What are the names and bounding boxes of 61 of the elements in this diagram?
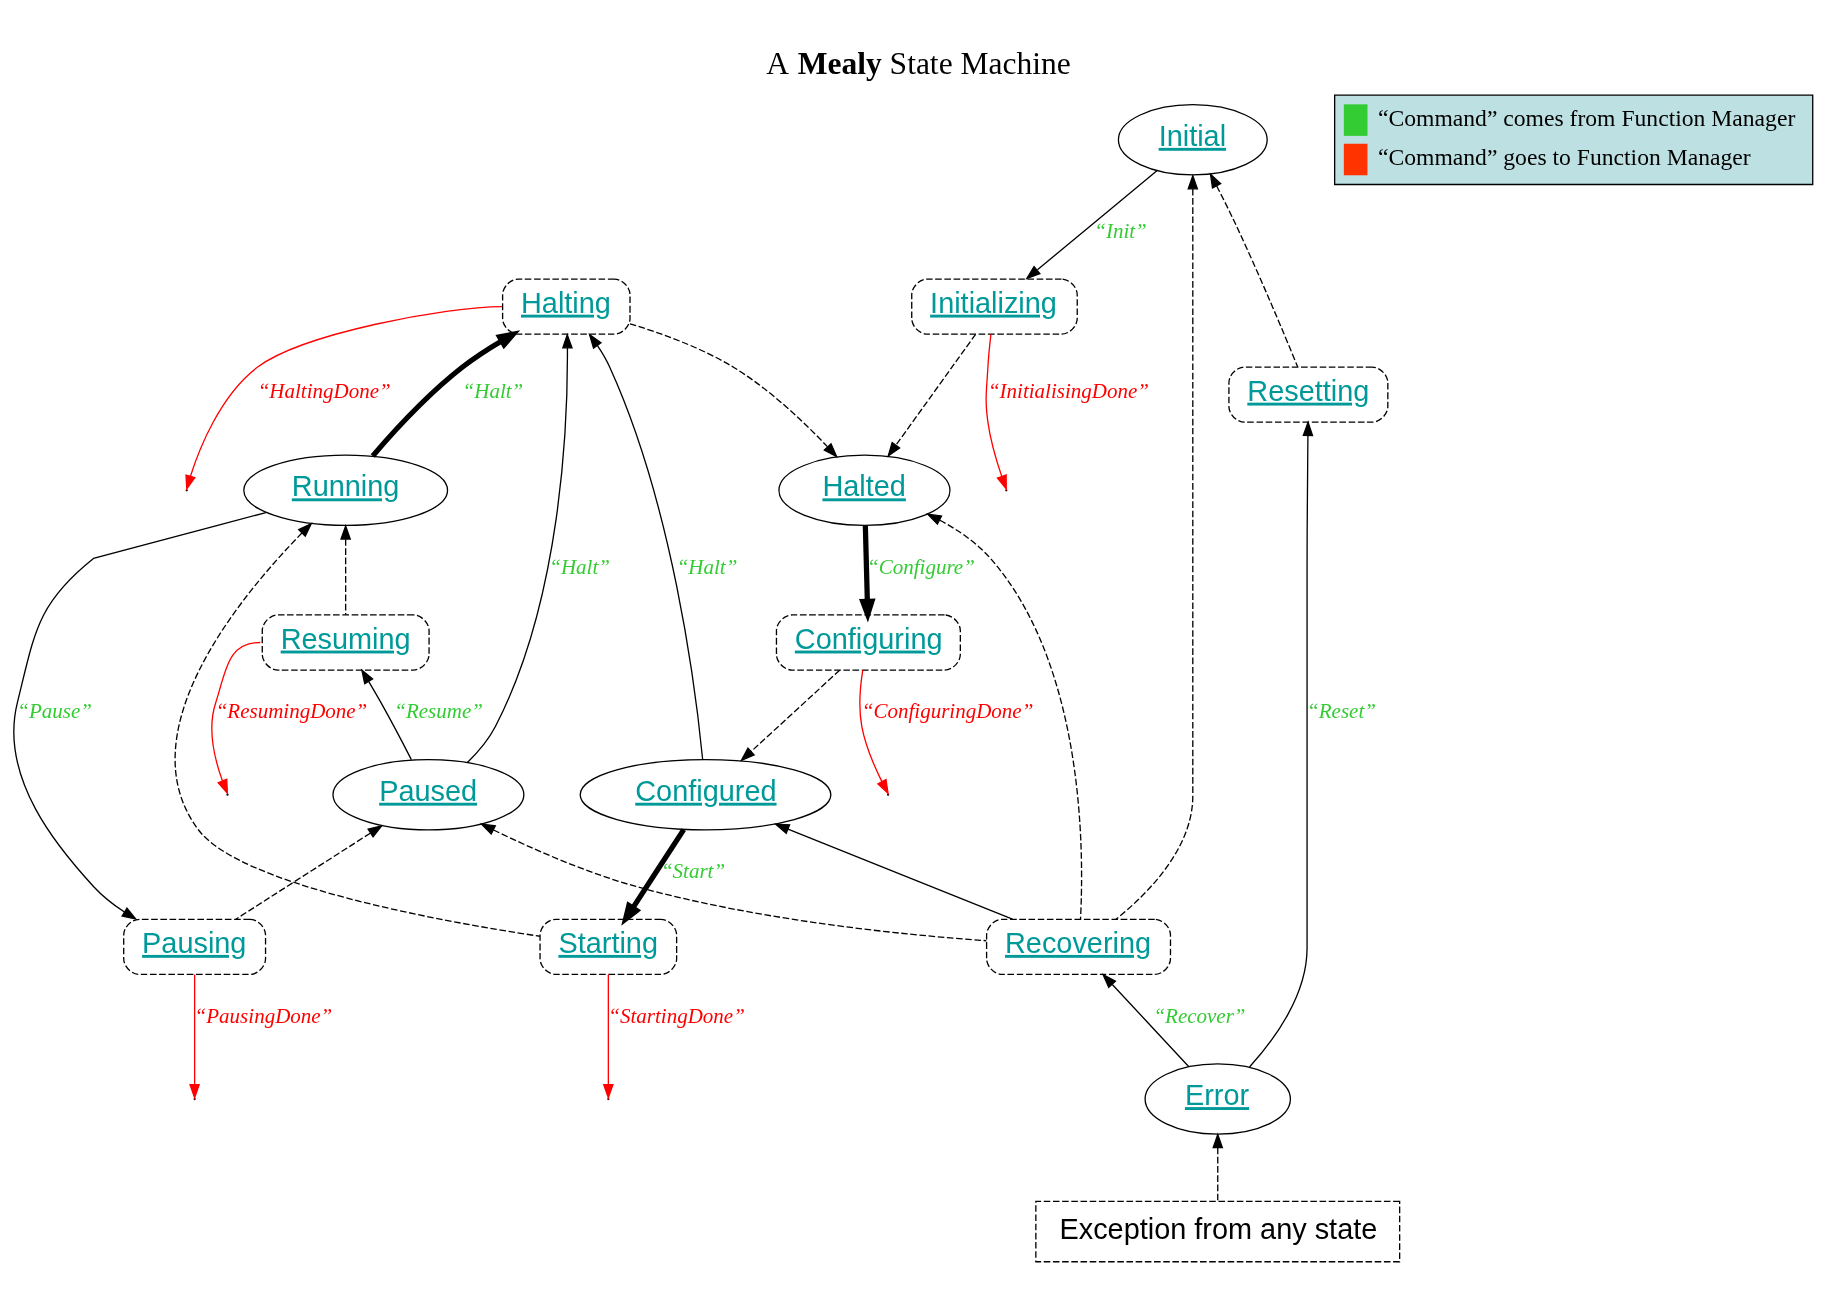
node-box: Pausing: [123, 918, 267, 975]
node-box: Exception from any state: [1035, 1200, 1401, 1262]
arrow: [1209, 171, 1299, 368]
node-ellipse: Initial: [1117, 103, 1268, 176]
edge-label: “Configure”: [867, 554, 975, 579]
arrow: [189, 973, 201, 1100]
node-box: Configuring: [775, 613, 961, 671]
arrow: [602, 973, 614, 1100]
node-ellipse: Paused: [332, 758, 525, 830]
arrow: [859, 668, 889, 795]
node-box: Starting: [539, 918, 678, 975]
arrow: [629, 322, 838, 458]
edge-label: “Halt”: [462, 378, 524, 403]
edge-label: “Halt”: [676, 554, 738, 579]
edge-label: “PausingDone”: [194, 1003, 333, 1028]
arrow: [1101, 972, 1190, 1067]
node-ellipse: Running: [243, 454, 449, 526]
edge-label: “InitialisingDone”: [987, 378, 1149, 403]
arrow: [479, 822, 987, 941]
edge-label: “Resume”: [394, 698, 483, 723]
edge-label: “Start”: [660, 858, 726, 883]
arrow: [360, 667, 412, 760]
arrow: [1248, 419, 1314, 1068]
diagram-title: A Mealy State Machine: [766, 45, 1071, 81]
edge-label: “Recover”: [1153, 1003, 1246, 1028]
node-box: Resetting: [1228, 365, 1389, 423]
arrow: [773, 822, 1014, 920]
arrow: [235, 824, 384, 920]
edge-label: “Init”: [1094, 218, 1147, 243]
arrow: [185, 305, 503, 491]
arrow: [621, 827, 686, 926]
node-box: Recovering: [985, 918, 1172, 975]
edge-label: “Reset”: [1307, 698, 1376, 723]
arrow: [925, 512, 1083, 920]
edge-label: “HaltingDone”: [257, 378, 391, 403]
edge-label: “Pause”: [17, 698, 92, 723]
node-box: Initializing: [911, 277, 1078, 335]
arrow: [1025, 169, 1158, 280]
arrow: [588, 332, 704, 760]
arrow: [13, 511, 267, 920]
edge-label: “StartingDone”: [608, 1003, 745, 1028]
arrow: [1115, 173, 1199, 920]
arrow: [466, 332, 573, 763]
legend-label: “Command” goes to Function Manager: [1377, 143, 1751, 170]
node-box: Halting: [501, 277, 631, 335]
arrow: [370, 329, 521, 458]
arrow: [1212, 1132, 1224, 1202]
edge-label: “ConfiguringDone”: [861, 698, 1034, 723]
arrow: [174, 521, 541, 937]
arrow: [739, 669, 841, 762]
arrow: [859, 525, 876, 622]
arrow: [211, 641, 261, 795]
arrow: [985, 333, 1007, 491]
node-ellipse: Error: [1144, 1062, 1292, 1135]
edge-label: “Halt”: [549, 554, 610, 579]
arrow: [340, 523, 352, 615]
edge-label: “ResumingDone”: [215, 698, 368, 723]
node-ellipse: Configured: [579, 758, 832, 830]
arrow: [887, 333, 977, 457]
legend-label: “Command” comes from Function Manager: [1377, 104, 1796, 131]
node-box: Resuming: [261, 613, 430, 671]
